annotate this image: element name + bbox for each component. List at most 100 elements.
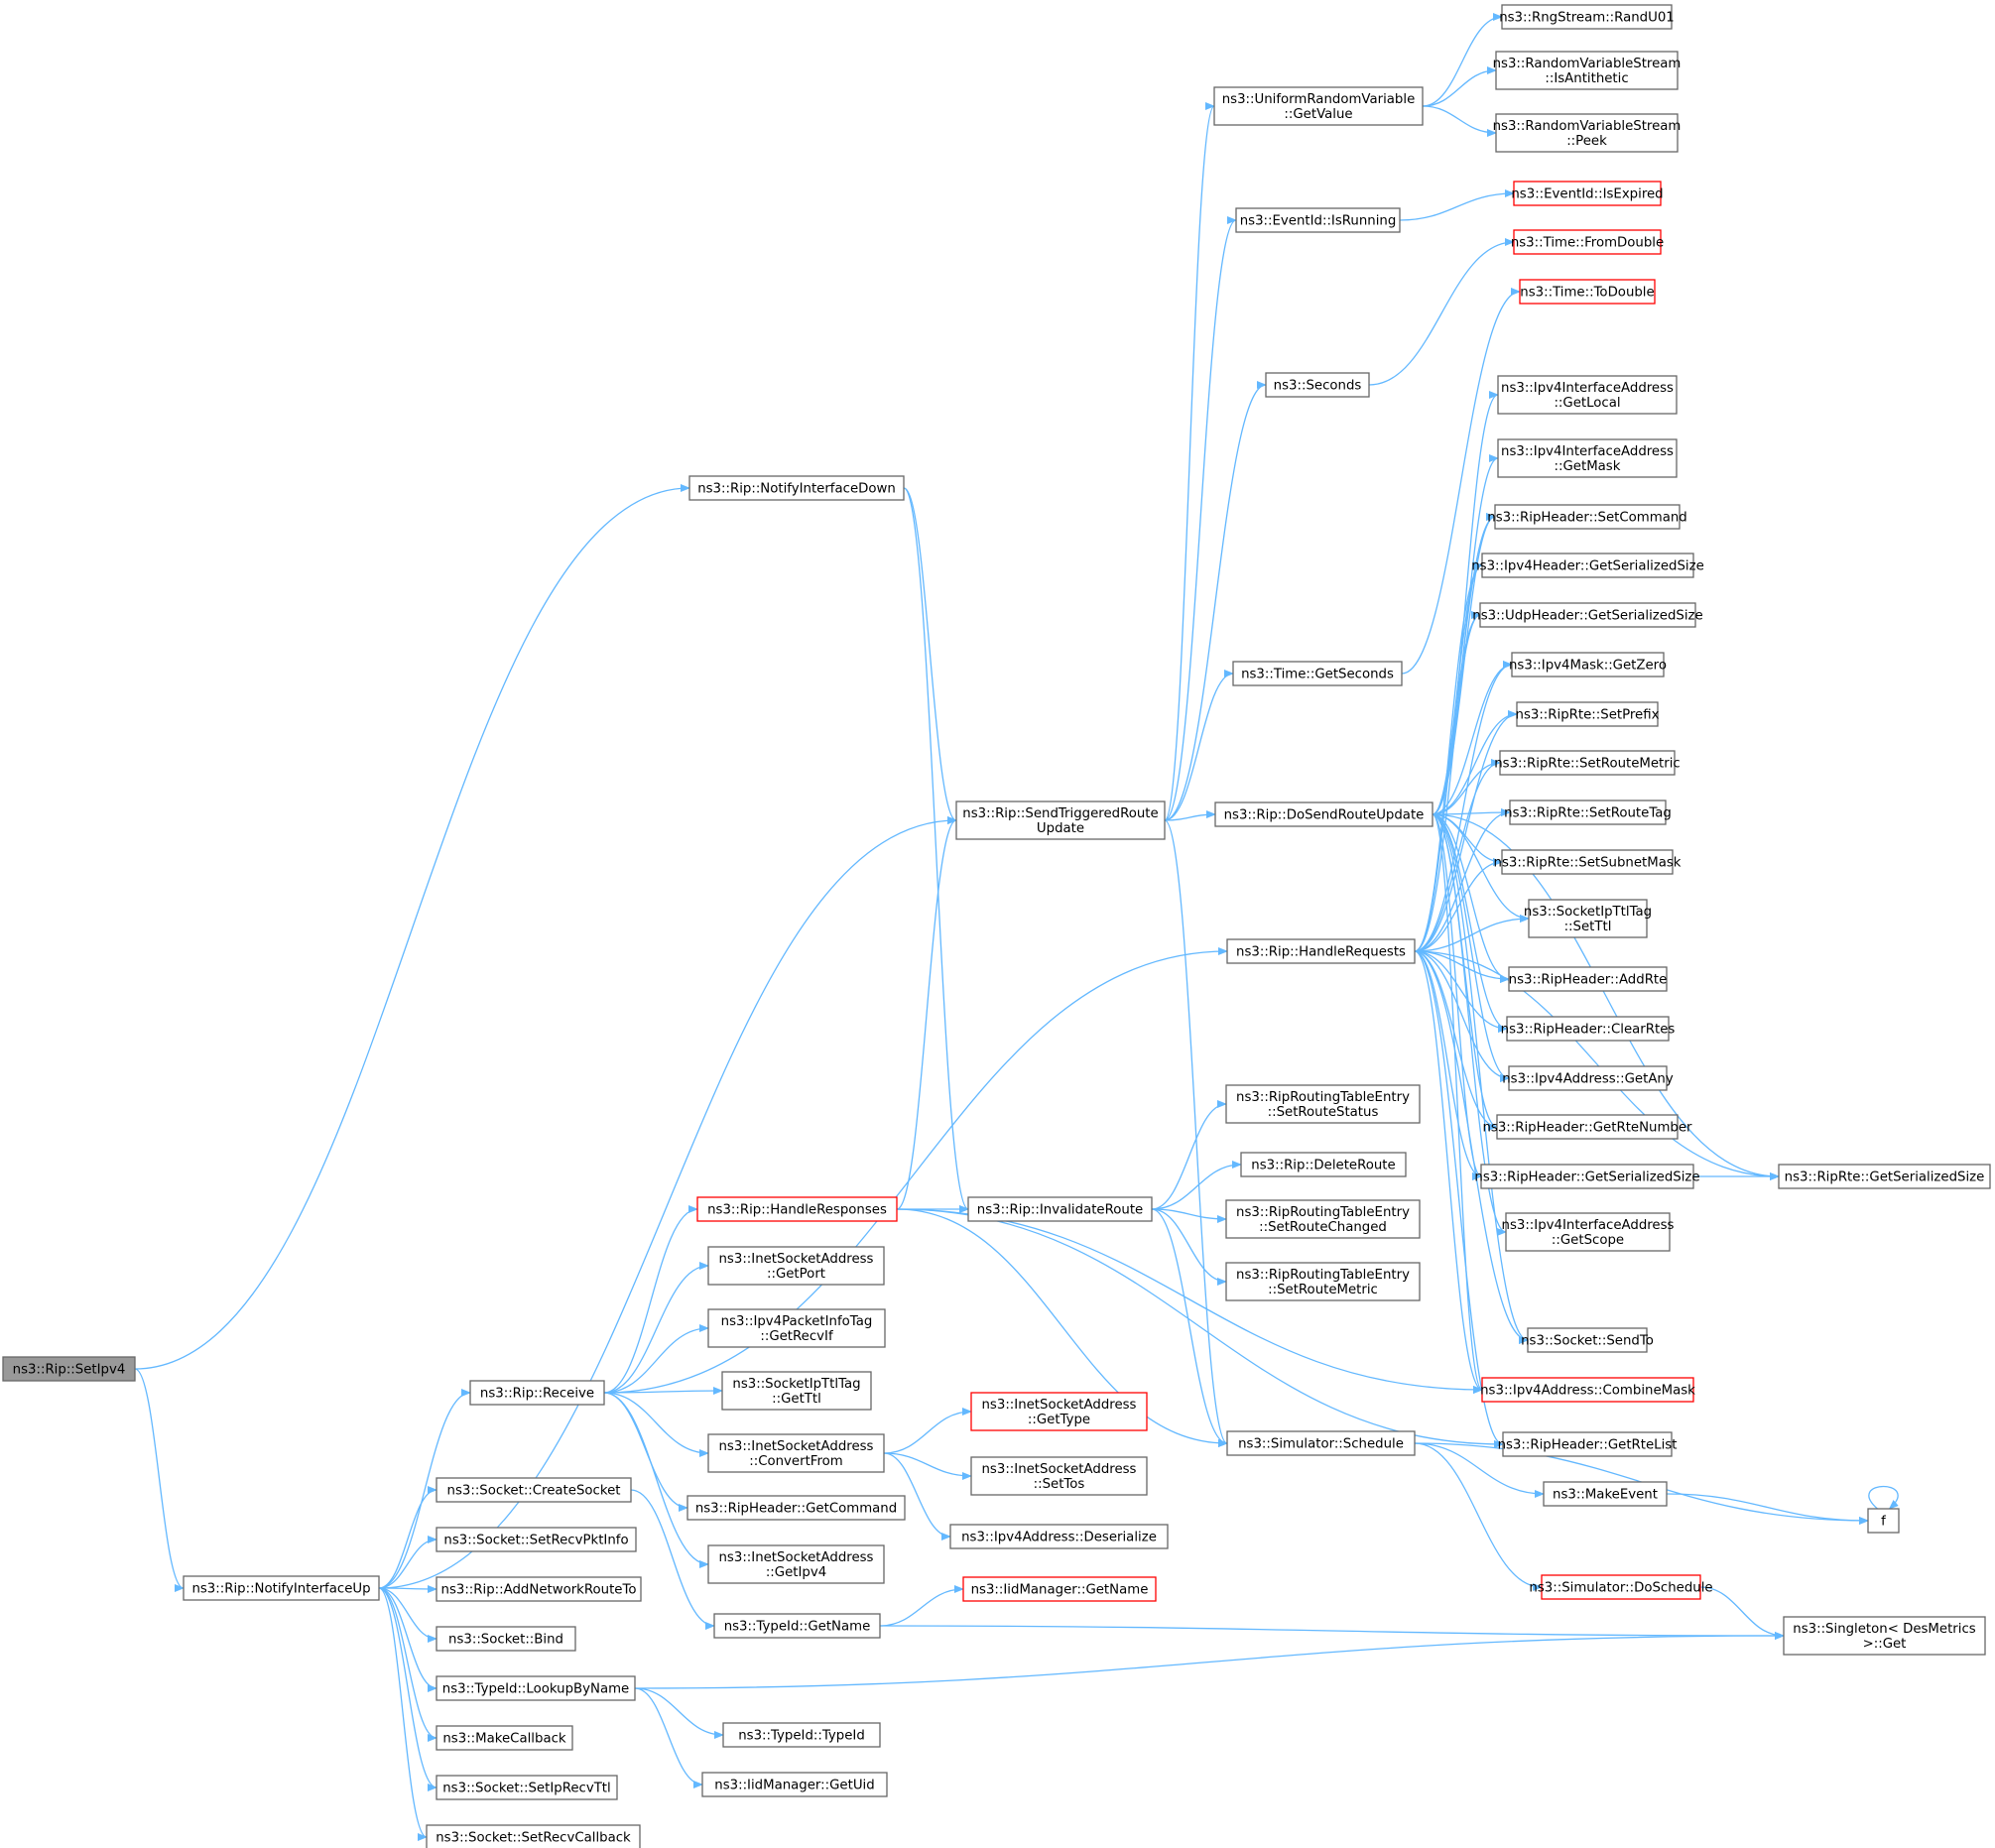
node-cs[interactable]: ns3::Socket::CreateSocket <box>436 1477 632 1503</box>
node-glocal[interactable]: ns3::Ipv4InterfaceAddress::GetLocal <box>1497 375 1678 415</box>
node-srcb[interactable]: ns3::Socket::SetRecvCallback <box>426 1824 641 1848</box>
node-tgs[interactable]: ns3::Time::GetSeconds <box>1232 661 1403 686</box>
node-f[interactable]: f <box>1867 1508 1900 1534</box>
node-tid[interactable]: ns3::TypeId::TypeId <box>722 1722 881 1748</box>
node-box <box>1265 372 1370 398</box>
edge-str-urv <box>1164 102 1215 821</box>
node-box <box>436 1626 576 1652</box>
node-gcmd[interactable]: ns3::RipHeader::GetCommand <box>686 1495 906 1521</box>
node-urv[interactable]: ns3::UniformRandomVariable::GetValue <box>1213 86 1424 126</box>
node-label: ns3::RandomVariableStream <box>1493 57 1682 71</box>
node-dsru[interactable]: ns3::Rip::DoSendRouteUpdate <box>1214 801 1434 827</box>
node-grif[interactable]: ns3::Ipv4PacketInfoTag::GetRecvIf <box>707 1308 886 1348</box>
node-rrgss[interactable]: ns3::RipRte::GetSerializedSize <box>1778 1164 1991 1189</box>
node-label: ns3::Socket::SetRecvCallback <box>436 1831 631 1846</box>
node-getport[interactable]: ns3::InetSocketAddress::GetPort <box>707 1246 885 1286</box>
node-label: ns3::Seconds <box>1274 379 1362 394</box>
node-tgn[interactable]: ns3::TypeId::GetName <box>713 1613 881 1639</box>
node-gzero[interactable]: ns3::Ipv4Mask::GetZero <box>1509 652 1667 678</box>
node-stos[interactable]: ns3::InetSocketAddress::SetTos <box>970 1456 1148 1496</box>
node-sendto[interactable]: ns3::Socket::SendTo <box>1521 1327 1654 1353</box>
node-label: ns3::RipRoutingTableEntry <box>1236 1090 1410 1105</box>
node-inv[interactable]: ns3::Rip::InvalidateRoute <box>967 1196 1153 1222</box>
node-bind[interactable]: ns3::Socket::Bind <box>436 1626 576 1652</box>
node-label: ns3::Time::GetSeconds <box>1241 668 1394 682</box>
node-mev[interactable]: ns3::MakeEvent <box>1543 1481 1668 1507</box>
node-peek[interactable]: ns3::RandomVariableStream::Peek <box>1493 113 1682 153</box>
node-label: ns3::RipHeader::GetRteNumber <box>1482 1121 1692 1136</box>
node-down[interactable]: ns3::Rip::NotifyInterfaceDown <box>688 475 905 501</box>
node-grl[interactable]: ns3::RipHeader::GetRteList <box>1498 1431 1678 1457</box>
edge-lbn-tid <box>634 1687 724 1739</box>
node-isexp[interactable]: ns3::EventId::IsExpired <box>1511 181 1664 206</box>
node-ipv4gss[interactable]: ns3::Ipv4Header::GetSerializedSize <box>1471 553 1704 578</box>
node-mcb[interactable]: ns3::MakeCallback <box>436 1725 573 1751</box>
node-eir[interactable]: ns3::EventId::IsRunning <box>1235 207 1401 233</box>
edge-inv-sched <box>1151 1208 1228 1447</box>
node-sched[interactable]: ns3::Simulator::Schedule <box>1226 1430 1416 1456</box>
node-ssm[interactable]: ns3::RipRte::SetSubnetMask <box>1494 849 1682 875</box>
node-cfrom[interactable]: ns3::InetSocketAddress::ConvertFrom <box>707 1433 885 1473</box>
edge-up-cs <box>378 1486 437 1589</box>
node-cmask[interactable]: ns3::Ipv4Address::CombineMask <box>1480 1377 1695 1403</box>
node-gttl[interactable]: ns3::SocketIpTtlTag::GetTtl <box>721 1371 872 1411</box>
edge-up-lbn <box>378 1587 437 1692</box>
node-box <box>1497 375 1678 415</box>
node-hreq[interactable]: ns3::Rip::HandleRequests <box>1226 938 1416 964</box>
edge-tgs-tod <box>1401 288 1521 675</box>
node-gmask[interactable]: ns3::Ipv4InterfaceAddress::GetMask <box>1497 438 1678 478</box>
node-gu[interactable]: ns3::IidManager::GetUid <box>701 1772 888 1797</box>
node-rand[interactable]: ns3::RngStream::RandU01 <box>1499 4 1675 30</box>
edge-dsru-srmet <box>1432 759 1501 815</box>
node-rhgss[interactable]: ns3::RipHeader::GetSerializedSize <box>1474 1164 1700 1189</box>
node-label: ns3::Ipv4Address::CombineMask <box>1480 1384 1695 1399</box>
node-box <box>1508 1065 1668 1091</box>
node-box <box>1495 113 1679 153</box>
edge-str-sched <box>1164 819 1228 1447</box>
node-hresp[interactable]: ns3::Rip::HandleResponses <box>696 1196 898 1222</box>
node-gscope[interactable]: ns3::Ipv4InterfaceAddress::GetScope <box>1502 1212 1675 1252</box>
node-addrte[interactable]: ns3::RipHeader::AddRte <box>1508 966 1668 992</box>
node-gtype[interactable]: ns3::InetSocketAddress::GetType <box>970 1392 1148 1431</box>
node-recv[interactable]: ns3::Rip::Receive <box>469 1380 605 1406</box>
node-root[interactable]: ns3::Rip::SetIpv4 <box>2 1356 136 1382</box>
node-src[interactable]: ns3::RipRoutingTableEntry::SetRouteChang… <box>1225 1199 1421 1239</box>
node-fromd[interactable]: ns3::Time::FromDouble <box>1511 229 1664 255</box>
node-spref[interactable]: ns3::RipRte::SetPrefix <box>1516 701 1660 727</box>
edge-recv-gipv4 <box>603 1392 709 1568</box>
node-anrt[interactable]: ns3::Rip::AddNetworkRouteTo <box>436 1576 642 1602</box>
node-delr[interactable]: ns3::Rip::DeleteRoute <box>1240 1152 1407 1177</box>
node-srtag[interactable]: ns3::RipRte::SetRouteTag <box>1504 800 1672 825</box>
node-sget[interactable]: ns3::Singleton< DesMetrics>::Get <box>1783 1616 1986 1656</box>
node-udpgss[interactable]: ns3::UdpHeader::GetSerializedSize <box>1472 602 1703 628</box>
node-isanti[interactable]: ns3::RandomVariableStream::IsAntithetic <box>1493 51 1682 90</box>
node-sirt[interactable]: ns3::Socket::SetIpRecvTtl <box>436 1775 618 1800</box>
node-label: ns3::Socket::SetIpRecvTtl <box>442 1782 610 1796</box>
node-sec[interactable]: ns3::Seconds <box>1265 372 1370 398</box>
node-dosch[interactable]: ns3::Simulator::DoSchedule <box>1529 1574 1713 1600</box>
node-lbn[interactable]: ns3::TypeId::LookupByName <box>436 1675 636 1701</box>
node-clr[interactable]: ns3::RipHeader::ClearRtes <box>1501 1016 1676 1042</box>
node-srs[interactable]: ns3::RipRoutingTableEntry::SetRouteStatu… <box>1225 1084 1421 1124</box>
node-grn[interactable]: ns3::RipHeader::GetRteNumber <box>1482 1114 1692 1140</box>
node-sttl[interactable]: ns3::SocketIpTtlTag::SetTtl <box>1524 899 1652 938</box>
node-box <box>1495 51 1679 90</box>
node-srpi[interactable]: ns3::Socket::SetRecvPktInfo <box>436 1527 637 1552</box>
node-gipv4[interactable]: ns3::InetSocketAddress::GetIpv4 <box>707 1544 885 1584</box>
node-deser[interactable]: ns3::Ipv4Address::Deserialize <box>949 1524 1169 1549</box>
node-gany[interactable]: ns3::Ipv4Address::GetAny <box>1502 1065 1674 1091</box>
node-srm[interactable]: ns3::RipRoutingTableEntry::SetRouteMetri… <box>1225 1262 1421 1301</box>
edge-str-dsru <box>1164 810 1216 821</box>
node-up[interactable]: ns3::Rip::NotifyInterfaceUp <box>183 1575 380 1601</box>
node-tod[interactable]: ns3::Time::ToDouble <box>1519 279 1656 305</box>
edge-lbn-gu <box>634 1687 703 1788</box>
node-box <box>436 1527 637 1552</box>
edge-hreq-rhgss <box>1414 950 1482 1180</box>
node-srmet[interactable]: ns3::RipRte::SetRouteMetric <box>1494 750 1681 776</box>
node-ign[interactable]: ns3::IidManager::GetName <box>962 1576 1157 1602</box>
node-scmd[interactable]: ns3::RipHeader::SetCommand <box>1487 504 1687 530</box>
node-label: ns3::InetSocketAddress <box>982 1398 1137 1413</box>
edge-hreq-rrgss <box>1414 950 1780 1180</box>
node-label: ns3::RipHeader::SetCommand <box>1487 511 1686 526</box>
